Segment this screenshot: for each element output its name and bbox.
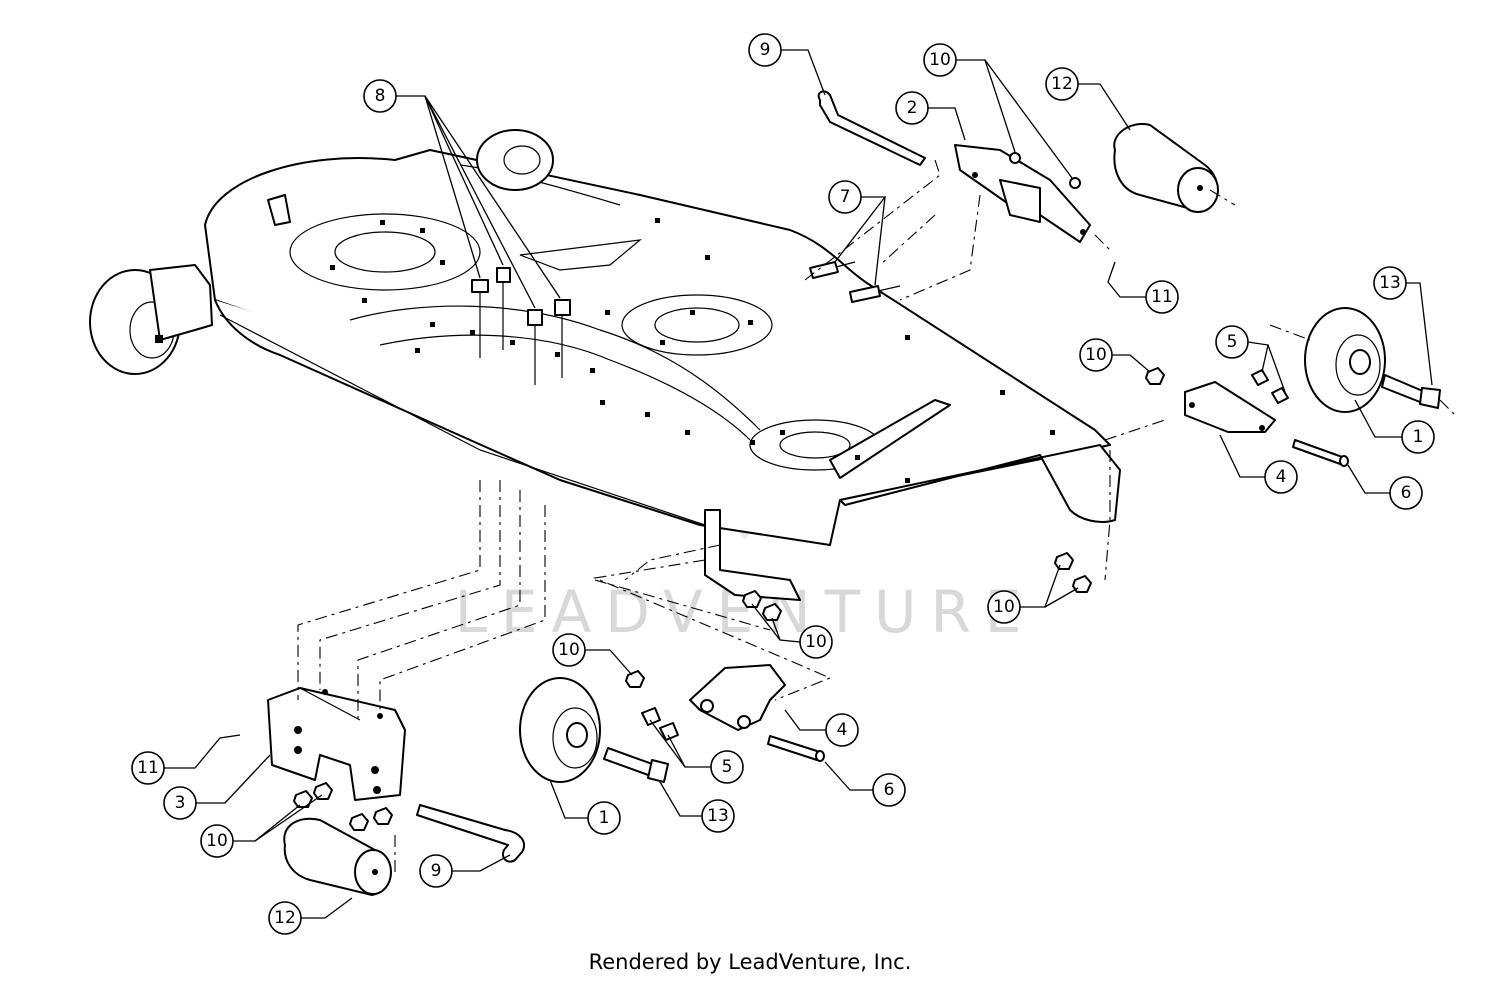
bracket-4-right bbox=[1184, 381, 1276, 433]
bracket-3 bbox=[267, 687, 406, 801]
assembly-lines bbox=[297, 159, 1456, 875]
bracket-2 bbox=[954, 144, 1091, 243]
callout-8: 8 bbox=[363, 79, 561, 309]
svg-text:10: 10 bbox=[929, 50, 951, 70]
bolts-5-right bbox=[1251, 369, 1289, 404]
bracket-4-bottom bbox=[689, 664, 786, 731]
svg-text:1: 1 bbox=[1413, 427, 1424, 447]
rod-9-top bbox=[817, 90, 926, 166]
svg-text:7: 7 bbox=[840, 187, 851, 207]
carriage-bolts-8 bbox=[471, 267, 571, 385]
svg-text:9: 9 bbox=[760, 40, 771, 60]
pin-6-right bbox=[1292, 439, 1349, 467]
svg-text:2: 2 bbox=[907, 98, 918, 118]
bolt-13-right bbox=[1381, 374, 1441, 409]
callout-13-right: 13 bbox=[1373, 266, 1433, 386]
wheel-1-bottom bbox=[519, 677, 601, 783]
callouts: 1 1 2 3 4 4 bbox=[131, 33, 1435, 935]
svg-text:11: 11 bbox=[137, 758, 159, 778]
deck-caster-wheel-left bbox=[89, 264, 213, 375]
callout-10-right: 10 bbox=[1079, 338, 1151, 373]
nuts-10-right bbox=[625, 367, 1165, 688]
callout-7: 7 bbox=[828, 180, 887, 286]
callout-2: 2 bbox=[895, 91, 966, 141]
callout-10-lower-right: 10 bbox=[987, 564, 1079, 624]
wheel-1-right bbox=[1304, 307, 1386, 413]
svg-text:4: 4 bbox=[837, 720, 848, 740]
svg-text:11: 11 bbox=[1151, 287, 1173, 307]
svg-text:10: 10 bbox=[558, 640, 580, 660]
nuts-10-bottom-left bbox=[293, 782, 393, 831]
callout-1-right: 1 bbox=[1354, 399, 1435, 454]
callout-9-bottom: 9 bbox=[419, 854, 511, 888]
svg-text:10: 10 bbox=[1085, 345, 1107, 365]
pin-6-bottom bbox=[767, 735, 825, 762]
svg-text:6: 6 bbox=[1401, 483, 1412, 503]
roller-12-top bbox=[1113, 123, 1219, 213]
svg-text:4: 4 bbox=[1276, 467, 1287, 487]
svg-text:1: 1 bbox=[599, 808, 610, 828]
callout-4-right: 4 bbox=[1219, 434, 1298, 494]
mower-deck bbox=[204, 149, 1121, 601]
render-credit: Rendered by LeadVenture, Inc. bbox=[588, 950, 912, 974]
svg-text:13: 13 bbox=[707, 806, 729, 826]
callout-10-bottom-center: 10 bbox=[552, 633, 633, 676]
roller-12-bottom bbox=[283, 817, 392, 896]
bolt-13-bottom bbox=[603, 747, 669, 783]
deck-caster-wheel-rear bbox=[476, 129, 554, 191]
callout-11-right: 11 bbox=[1107, 261, 1179, 314]
callout-10-center: 10 bbox=[751, 603, 833, 659]
rod-9-bottom bbox=[416, 804, 525, 863]
callout-9-top: 9 bbox=[748, 33, 826, 96]
callout-3: 3 bbox=[163, 754, 271, 820]
svg-text:3: 3 bbox=[175, 793, 186, 813]
callout-6-bottom: 6 bbox=[824, 761, 906, 807]
bolts-5-bottom bbox=[641, 707, 679, 741]
callout-10-bottom-left: 10 bbox=[200, 794, 323, 858]
svg-text:5: 5 bbox=[1227, 332, 1238, 352]
bolts-7 bbox=[809, 261, 901, 303]
svg-text:10: 10 bbox=[206, 831, 228, 851]
callout-5-right: 5 bbox=[1215, 325, 1286, 393]
svg-text:10: 10 bbox=[993, 597, 1015, 617]
callout-6-right: 6 bbox=[1347, 464, 1423, 510]
callout-12-top: 12 bbox=[1045, 67, 1131, 131]
svg-text:9: 9 bbox=[431, 861, 442, 881]
svg-text:6: 6 bbox=[884, 780, 895, 800]
callout-13-bottom: 13 bbox=[659, 781, 735, 833]
callout-1-bottom: 1 bbox=[549, 779, 621, 835]
svg-text:12: 12 bbox=[1051, 74, 1073, 94]
callout-11-bottom-left: 11 bbox=[131, 734, 241, 785]
callout-12-bottom: 12 bbox=[268, 897, 353, 935]
svg-text:13: 13 bbox=[1379, 273, 1401, 293]
svg-text:8: 8 bbox=[375, 86, 386, 106]
callout-4-bottom: 4 bbox=[784, 709, 859, 747]
callout-5-bottom: 5 bbox=[649, 719, 744, 784]
callout-10-top: 10 bbox=[923, 43, 1073, 179]
svg-text:10: 10 bbox=[805, 632, 827, 652]
svg-text:5: 5 bbox=[722, 757, 733, 777]
svg-text:12: 12 bbox=[274, 908, 296, 928]
